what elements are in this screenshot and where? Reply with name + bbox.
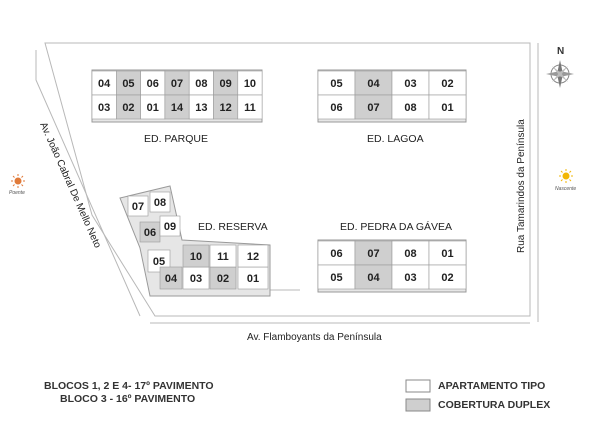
unit-cell	[428, 94, 467, 120]
street-label-bottom: Av. Flamboyants da Península	[247, 332, 382, 343]
lot-boundary	[44, 42, 531, 317]
unit-number: 08	[154, 197, 166, 209]
sunrise-label: Nascente	[555, 186, 576, 192]
unit-number: 01	[147, 102, 159, 114]
unit-number: 08	[404, 102, 416, 114]
unit-number: 02	[441, 78, 453, 90]
unit-cell	[391, 264, 430, 290]
unit-number: 07	[171, 78, 183, 90]
street-edge-left	[35, 50, 141, 317]
unit-number: 10	[190, 251, 202, 263]
unit-number: 04	[165, 273, 178, 285]
unit-number: 05	[153, 256, 165, 268]
unit-number: 11	[244, 102, 256, 114]
unit-number: 09	[220, 78, 232, 90]
unit-number: 01	[441, 102, 453, 114]
unit-number: 12	[220, 102, 232, 114]
unit-cell	[159, 215, 181, 237]
unit-cell	[164, 70, 190, 96]
unit-cell	[213, 70, 239, 96]
note-line-2: BLOCO 3 - 16º PAVIMENTO	[60, 393, 195, 405]
unit-number: 05	[330, 272, 342, 284]
building-name-pedra-da-gavea: ED. PEDRA DA GÁVEA	[340, 220, 452, 233]
building-parque: 04 05 06 07 08 09 10 03 02 01 14 13 12 11 ED. PARQUE	[91, 69, 263, 145]
building-lagoa: 05 04 03 02 06 07 08 01 ED. LAGOA	[317, 69, 467, 145]
street-label-left: Av. João Cabral De Mello Neto	[37, 121, 103, 250]
unit-number: 02	[122, 102, 134, 114]
unit-number: 03	[98, 102, 110, 114]
unit-cell	[391, 94, 430, 120]
compass-rose-icon	[546, 60, 574, 88]
legend-swatch-duplex	[405, 398, 431, 412]
unit-cell	[391, 70, 430, 96]
unit-number: 09	[164, 221, 176, 233]
unit-number: 06	[330, 248, 342, 260]
unit-number: 13	[195, 102, 207, 114]
unit-number: 03	[404, 78, 416, 90]
unit-number: 04	[367, 78, 380, 90]
legend-swatch-tipo	[405, 379, 431, 393]
unit-number: 06	[330, 102, 342, 114]
unit-cell	[428, 264, 467, 290]
compass-north-label: N	[557, 46, 564, 57]
unit-cell	[147, 249, 171, 273]
unit-cell	[317, 94, 356, 120]
unit-number: 12	[247, 251, 259, 263]
unit-number: 10	[244, 78, 256, 90]
unit-number: 07	[132, 201, 144, 213]
legend-label-tipo: APARTAMENTO TIPO	[438, 380, 545, 392]
unit-cell	[209, 244, 237, 268]
street-label-right: Rua Tamarindos da Península	[516, 119, 527, 253]
unit-number: 05	[122, 78, 134, 90]
unit-cell	[317, 240, 356, 266]
unit-number: 02	[217, 273, 229, 285]
unit-cell	[354, 94, 393, 120]
unit-cell	[428, 70, 467, 96]
unit-cell	[159, 266, 183, 290]
unit-number: 01	[441, 248, 453, 260]
sunrise-icon	[559, 169, 573, 183]
unit-number: 04	[98, 78, 111, 90]
unit-number: 07	[367, 248, 379, 260]
unit-cell	[127, 195, 149, 217]
unit-number: 04	[367, 272, 380, 284]
unit-cell	[428, 240, 467, 266]
unit-number: 06	[144, 227, 156, 239]
legend-label-duplex: COBERTURA DUPLEX	[438, 399, 550, 411]
sunset-icon	[11, 174, 25, 188]
unit-number: 01	[247, 273, 259, 285]
unit-cell	[237, 244, 269, 268]
note-line-1: BLOCOS 1, 2 E 4- 17º PAVIMENTO	[44, 380, 214, 392]
unit-number: 07	[367, 102, 379, 114]
building-pedra-da-gavea: 06 07 08 01 05 04 03 02 ED. PEDRA DA GÁVEA	[317, 220, 467, 293]
unit-cell	[91, 94, 117, 120]
building-name-parque: ED. PARQUE	[144, 133, 208, 145]
unit-cell	[354, 240, 393, 266]
unit-cell	[140, 94, 166, 120]
unit-cell	[237, 70, 263, 96]
unit-number: 02	[441, 272, 453, 284]
unit-cell	[354, 70, 393, 96]
unit-cell	[116, 70, 141, 96]
unit-number: 08	[404, 248, 416, 260]
unit-number: 05	[330, 78, 342, 90]
unit-number: 03	[404, 272, 416, 284]
unit-number: 08	[195, 78, 207, 90]
unit-number: 14	[171, 102, 184, 114]
unit-cell	[354, 264, 393, 290]
unit-cell	[182, 244, 210, 268]
unit-cell	[317, 264, 356, 290]
unit-number: 06	[147, 78, 159, 90]
unit-cell	[149, 191, 171, 213]
unit-number: 11	[217, 251, 229, 263]
unit-cell	[188, 94, 214, 120]
unit-number: 03	[190, 273, 202, 285]
sunset-label: Poente	[9, 190, 25, 196]
unit-cell	[237, 94, 263, 120]
unit-cell	[317, 70, 356, 96]
building-name-lagoa: ED. LAGOA	[367, 133, 424, 145]
building-name-reserva: ED. RESERVA	[198, 221, 268, 233]
